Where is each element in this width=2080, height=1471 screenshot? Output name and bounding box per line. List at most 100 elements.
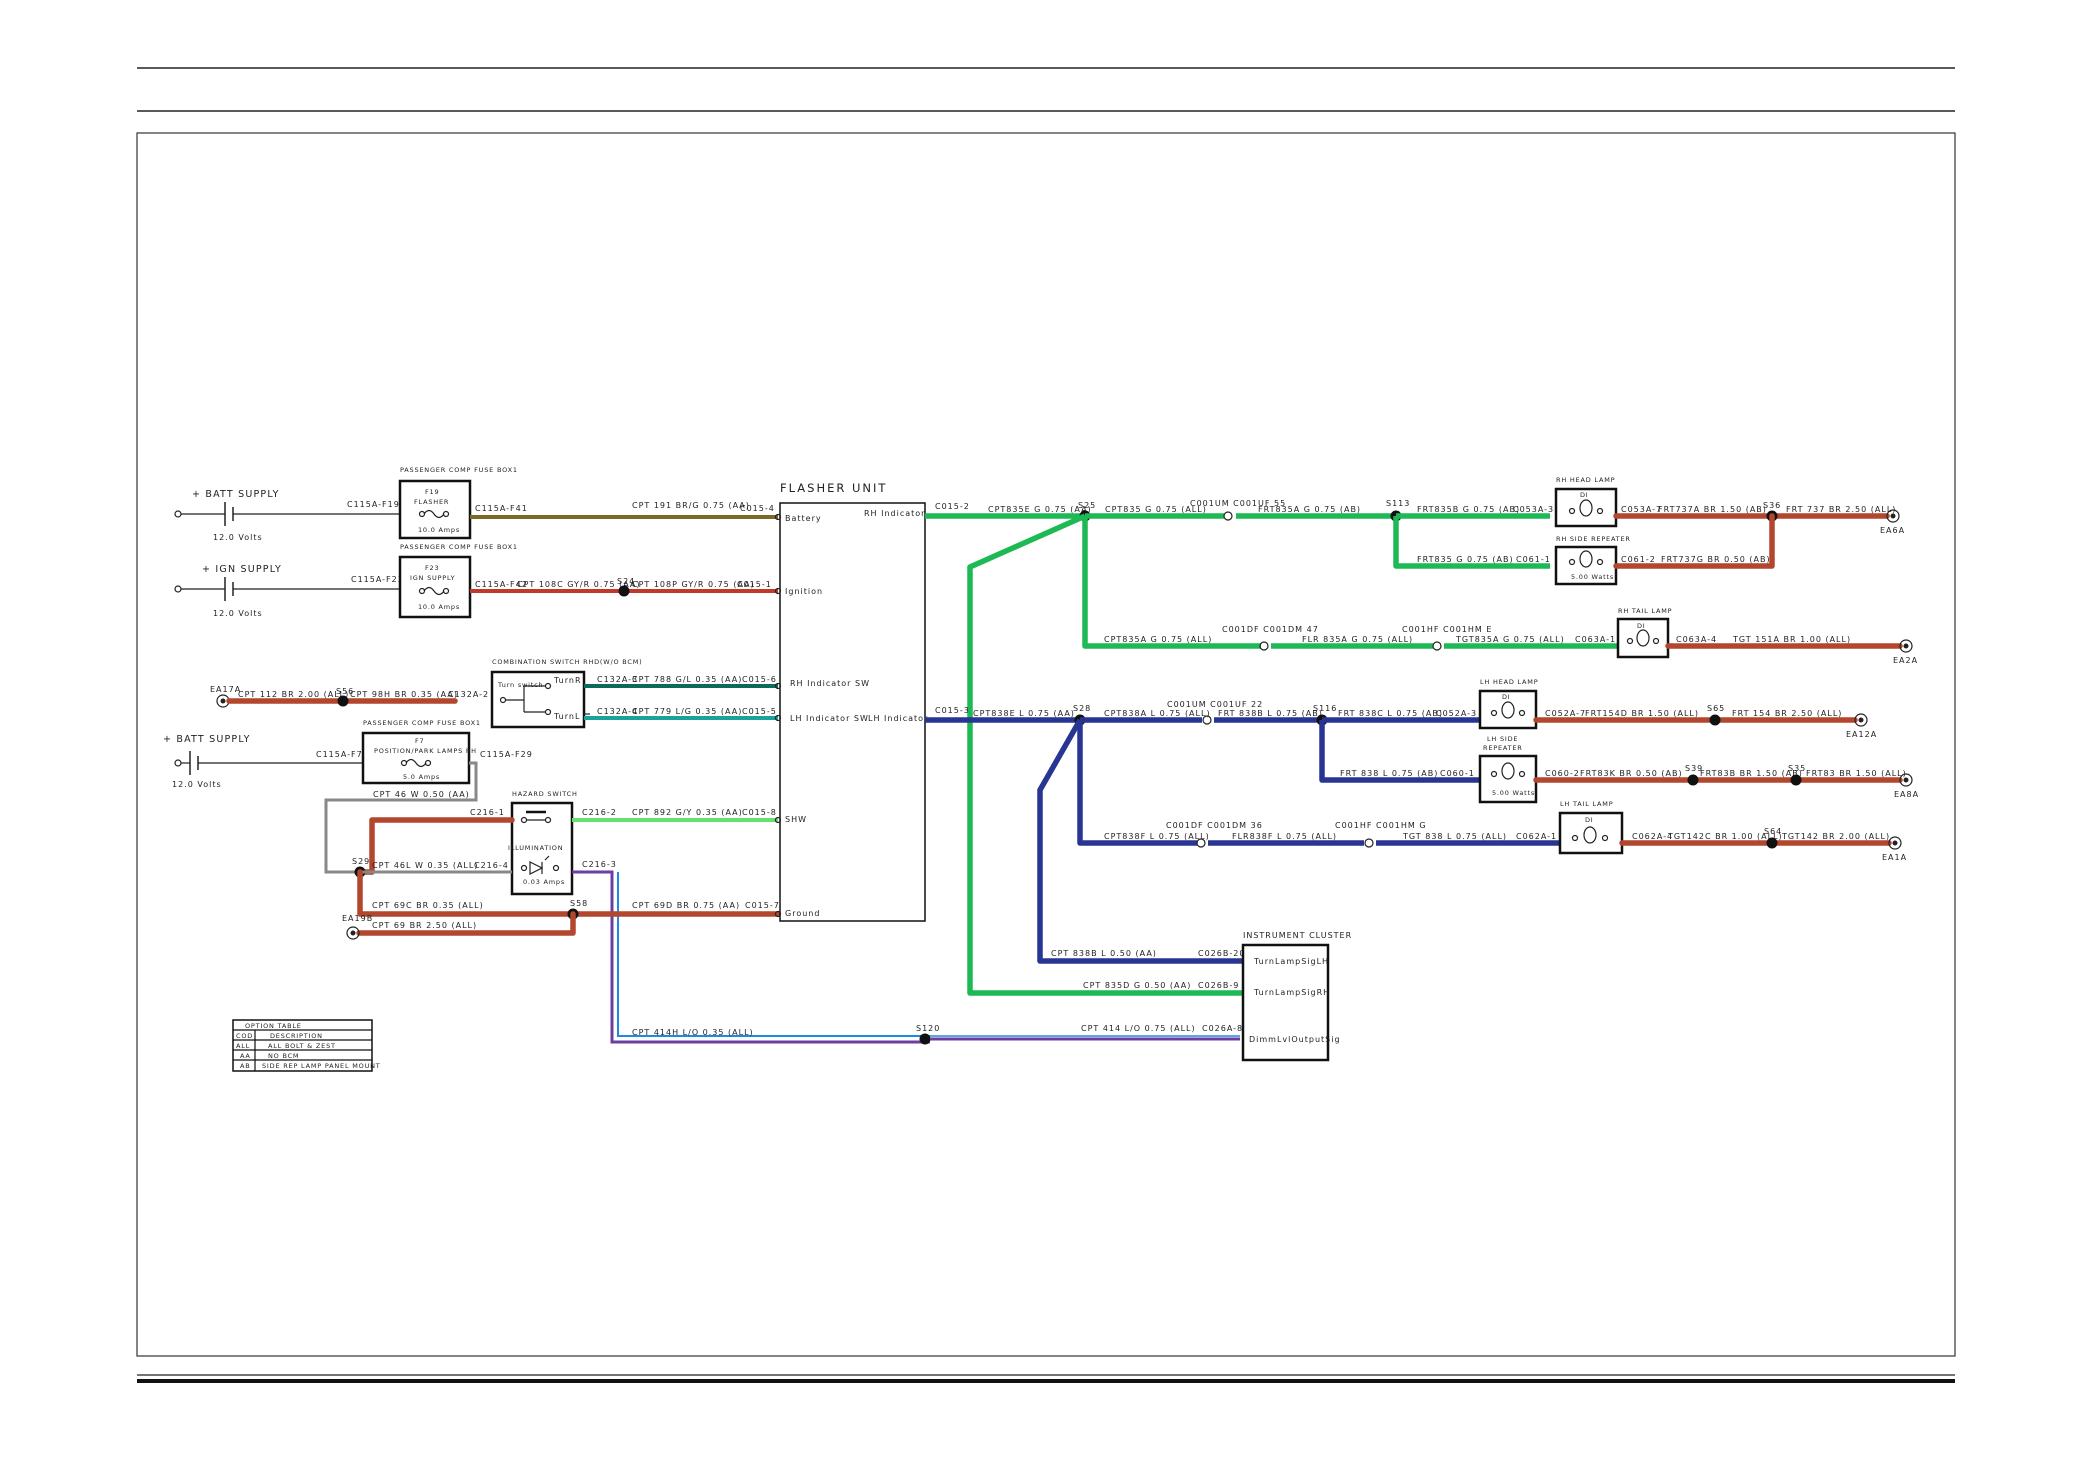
diagram-label: NO BCM — [268, 1052, 299, 1060]
diagram-label: EA6A — [1880, 526, 1905, 535]
diagram-label: POSITION/PARK LAMPS RH — [374, 747, 477, 755]
diagram-label: C015-5 — [742, 707, 777, 716]
ign-supply: + IGN SUPPLY 12.0 Volts C115A-F23 — [174, 564, 404, 618]
diagram-label: C115A-F41 — [475, 504, 528, 513]
diagram-label: LH Indicator — [868, 714, 928, 723]
lh-tail-lamp: LH TAIL LAMP DI — [1558, 800, 1624, 855]
diagram-label: Ground — [785, 909, 820, 918]
diagram-label: C052A-7 — [1545, 709, 1586, 718]
diagram-label: DI — [1585, 816, 1594, 824]
diagram-label: FLR838F L 0.75 (ALL) — [1232, 832, 1337, 841]
wire-cpt69 — [356, 911, 576, 936]
diagram-label: TGT142 BR 2.00 (ALL) — [1781, 832, 1890, 841]
diagram-label: FRT835 G 0.75 (AB) — [1417, 555, 1514, 564]
diagram-label: C015-7 — [745, 901, 780, 910]
hazard-switch: HAZARD SWITCH ILLUMINATION 0.03 Amps — [508, 790, 578, 896]
diagram-label: LH TAIL LAMP — [1560, 800, 1613, 808]
diagram-label: HAZARD SWITCH — [512, 790, 578, 798]
diagram-label: CPT 414 L/O 0.75 (ALL) — [1081, 1024, 1196, 1033]
diagram-label: C060-1 — [1440, 769, 1475, 778]
diagram-label: RH TAIL LAMP — [1618, 607, 1672, 615]
diagram-label: FRT 737 BR 2.50 (ALL) — [1786, 505, 1896, 514]
diagram-label: C053A-3 — [1513, 505, 1554, 514]
diagram-label: 12.0 Volts — [213, 533, 263, 542]
splice-s56 — [337, 695, 349, 707]
fuse-f19: PASSENGER COMP FUSE BOX1 F19 FLASHER 10.… — [398, 466, 518, 540]
diagram-label: TGT142C BR 1.00 (ALL) — [1667, 832, 1783, 841]
diagram-label: C216-2 — [582, 808, 617, 817]
diagram-label: C216-3 — [582, 860, 617, 869]
diagram-label: C001HF C001HM G — [1335, 821, 1427, 830]
diagram-label: C062A-4 — [1632, 832, 1673, 841]
diagram-label: C060-2 — [1545, 769, 1580, 778]
diagram-label: S35 — [1788, 764, 1806, 773]
diagram-label: SHW — [785, 815, 807, 824]
diagram-label: 12.0 Volts — [172, 780, 222, 789]
diagram-label: CPT 98H BR 0.35 (AA) — [350, 690, 458, 699]
diagram-label: SIDE REP LAMP PANEL MOUNT — [262, 1062, 381, 1070]
diagram-label: C053A-7 — [1621, 505, 1662, 514]
diagram-label: CPT838E L 0.75 (AA) — [973, 709, 1075, 718]
diagram-label: S56 — [336, 687, 354, 696]
diagram-label: PASSENGER COMP FUSE BOX1 — [400, 466, 518, 474]
diagram-label: EA1A — [1882, 853, 1907, 862]
diagram-label: 12.0 Volts — [213, 609, 263, 618]
diagram-label: C015-8 — [742, 808, 777, 817]
diagram-label: PASSENGER COMP FUSE BOX1 — [400, 543, 518, 551]
diagram-label: CPT 835D G 0.50 (AA) — [1083, 981, 1191, 990]
ground-ea8a-icon — [1899, 773, 1913, 787]
diagram-label: COD — [236, 1032, 253, 1040]
diagram-label: TGT 151A BR 1.00 (ALL) — [1732, 635, 1851, 644]
wire-cpt69c — [357, 869, 781, 917]
diagram-label: C052A-3 — [1436, 709, 1477, 718]
combination-switch: COMBINATION SWITCH RHD(W/O BCM) Turn swi… — [490, 658, 643, 729]
diagram-label: LH HEAD LAMP — [1480, 678, 1538, 686]
diagram-label: C001DF C001DM 47 — [1222, 625, 1319, 634]
diagram-label: C216-1 — [470, 808, 505, 817]
diagram-label: S28 — [1073, 704, 1091, 713]
diagram-label: TurnL — [553, 712, 580, 721]
diagram-label: CPT 69D BR 0.75 (AA) — [632, 901, 740, 910]
diagram-label: CPT 69 BR 2.50 (ALL) — [372, 921, 477, 930]
diagram-label: CPT 69C BR 0.35 (ALL) — [372, 901, 484, 910]
splice-s35 — [1790, 774, 1802, 786]
diagram-label: RH SIDE REPEATER — [1556, 535, 1631, 543]
batt-supply-2: + BATT SUPPLY 12.0 Volts C115A-F7 — [163, 734, 363, 789]
diagram-label: 10.0 Amps — [418, 603, 460, 611]
diagram-label: CPT 779 L/G 0.35 (AA) — [632, 707, 742, 716]
diagram-label: FRT737A BR 1.50 (AB) — [1658, 505, 1767, 514]
diagram-label: TurnLampSigLH — [1253, 957, 1329, 966]
diagram-label: C001UM C001UF 55 — [1190, 499, 1286, 508]
rh-side-repeater: RH SIDE REPEATER 5.00 Watts — [1554, 535, 1631, 586]
diagram-label: ALL BOLT & ZEST — [268, 1042, 336, 1050]
diagram-label: DI — [1502, 693, 1511, 701]
option-table: OPTION TABLE COD DESCRIPTION ALL ALL BOL… — [232, 1019, 381, 1072]
diagram-label: RH HEAD LAMP — [1556, 476, 1615, 484]
diagram-label: CPT835A G 0.75 (ALL) — [1104, 635, 1212, 644]
splice-s64 — [1766, 837, 1778, 849]
diagram-label: CPT 788 G/L 0.35 (AA) — [632, 675, 742, 684]
diagram-label: S113 — [1386, 499, 1410, 508]
diagram-label: FRT83K BR 0.50 (AB) — [1580, 769, 1683, 778]
rh-head-lamp: RH HEAD LAMP DI — [1554, 476, 1618, 528]
diagram-label: CPT838F L 0.75 (ALL) — [1104, 832, 1210, 841]
wire-frt838 — [1319, 720, 1480, 783]
diagram-label: FLASHER — [414, 498, 449, 506]
diagram-label: S39 — [1685, 764, 1703, 773]
diagram-label: COMBINATION SWITCH RHD(W/O BCM) — [492, 658, 643, 666]
diagram-label: 5.0 Amps — [403, 773, 440, 781]
diagram-label: CPT835E G 0.75 (AA) — [988, 505, 1092, 514]
diagram-label: C115A-F42 — [475, 580, 528, 589]
diagram-label: C115A-F23 — [351, 575, 404, 584]
diagram-label: REPEATER — [1483, 744, 1523, 752]
diagram-label: ALL — [236, 1042, 250, 1050]
diagram-label: CPT 191 BR/G 0.75 (AA) — [632, 501, 750, 510]
wire-cpt835a — [1082, 516, 1261, 649]
diagram-label: EA12A — [1846, 730, 1877, 739]
diagram-label: + BATT SUPPLY — [192, 489, 280, 500]
diagram-label: C015-3 — [935, 706, 970, 715]
diagram-label: TurnR — [553, 676, 582, 685]
diagram-label: EA19B — [342, 914, 373, 923]
diagram-label: FRT 838B L 0.75 (AB) — [1218, 709, 1323, 718]
diagram-label: AA — [240, 1052, 251, 1060]
